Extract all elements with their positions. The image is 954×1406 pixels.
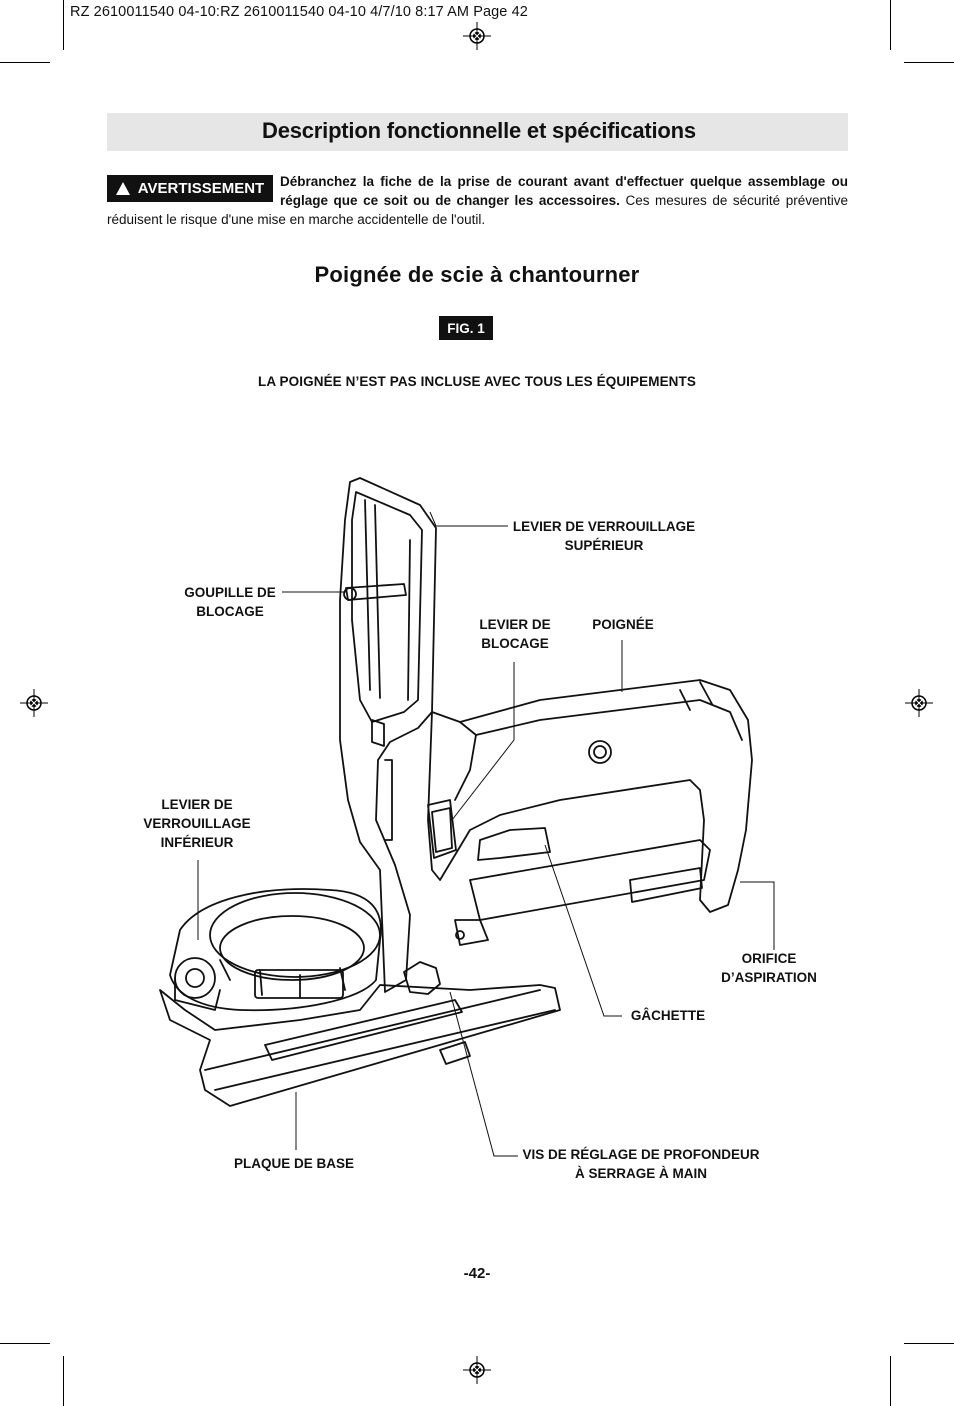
print-slug: RZ 2610011540 04-10:RZ 2610011540 04-10 … [70, 4, 528, 20]
leader-line [740, 881, 775, 950]
label-lock-lever: LEVIER DE BLOCAGE [479, 617, 551, 651]
crop-mark [904, 62, 954, 63]
leader-line [449, 991, 518, 1157]
main-handle [427, 679, 753, 913]
leader-line [429, 511, 508, 527]
crop-mark [0, 62, 50, 63]
warning-triangle-icon [115, 182, 130, 195]
trigger [477, 827, 551, 861]
crop-mark [890, 0, 891, 50]
base-plate [159, 984, 561, 1107]
label-trigger: GÂCHETTE [630, 1008, 706, 1023]
registration-mark-icon [20, 689, 48, 717]
locking-pin [345, 583, 407, 601]
warning-badge: AVERTISSEMENT [107, 175, 273, 202]
registration-mark-icon [905, 689, 933, 717]
warning-bold-text: Débranchez la fiche de la prise de coura… [280, 174, 848, 208]
label-upper-lock-lever: LEVIER DE VERROUILLAGE SUPÉRIEUR [512, 519, 696, 553]
handle-column [339, 477, 437, 993]
lock-lever [427, 799, 457, 859]
crop-mark [904, 1343, 954, 1344]
leader-line [451, 662, 515, 821]
label-depth-screw: VIS DE RÉGLAGE DE PROFONDEUR À SERRAGE À… [522, 1147, 760, 1181]
figure-heading: Poignée de scie à chantourner [314, 262, 640, 287]
crop-mark [890, 1356, 891, 1406]
figure-badge: FIG. 1 [439, 316, 493, 340]
warning-normal-text: Ces mesures de sécurité préventive rédui… [107, 193, 848, 227]
label-lower-lock-lever: LEVIER DE VERROUILLAGE INFÉRIEUR [143, 797, 251, 850]
leader-line [544, 844, 622, 1017]
warning-paragraph: Débranchez la fiche de la prise de coura… [107, 172, 848, 229]
figure-note: LA POIGNÉE N’EST PAS INCLUSE AVEC TOUS L… [258, 374, 696, 389]
label-handle: POIGNÉE [592, 617, 654, 632]
crop-mark [0, 1343, 50, 1344]
registration-mark-icon [463, 22, 491, 50]
label-base-plate: PLAQUE DE BASE [233, 1156, 355, 1171]
dust-collar [169, 888, 382, 1012]
page-number: -42- [463, 1265, 491, 1282]
label-locking-pin: GOUPILLE DE BLOCAGE [184, 585, 276, 619]
crop-mark [63, 1356, 64, 1406]
warning-badge-label: AVERTISSEMENT [137, 180, 265, 197]
label-dust-port: ORIFICE D’ASPIRATION [721, 951, 817, 985]
section-title: Description fonctionnelle et spécificati… [262, 118, 696, 143]
registration-mark-icon [463, 1356, 491, 1384]
crop-mark [63, 0, 64, 50]
section-header-bar [107, 113, 848, 151]
depth-screw-knob [403, 961, 441, 995]
lower-lock-lever-knob [174, 957, 216, 999]
